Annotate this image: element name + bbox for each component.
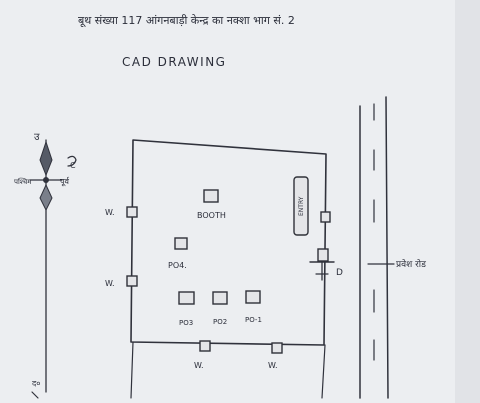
compass-west: पश्चिम bbox=[14, 177, 32, 186]
entry-item-box bbox=[293, 176, 309, 236]
building-outline bbox=[130, 139, 327, 346]
po2-label: PO2 bbox=[213, 318, 227, 326]
header-text: बूथ संख्या 117 आंगनबाड़ी केन्द्र का नक्श… bbox=[78, 14, 295, 28]
po1-label: PO-1 bbox=[245, 316, 262, 324]
po2-box bbox=[212, 291, 228, 305]
north-arrow bbox=[29, 139, 77, 399]
road-label: प्रवेश रोड bbox=[396, 258, 426, 270]
window-bottom-left bbox=[199, 340, 211, 352]
page-title: CAD DRAWING bbox=[122, 55, 226, 69]
compass-east: पूर्व bbox=[60, 176, 70, 187]
compass-south: द० bbox=[32, 379, 40, 388]
window-label: W. bbox=[105, 208, 115, 217]
window-bottom-right bbox=[271, 342, 283, 354]
window-right bbox=[320, 211, 331, 223]
entry-item-label: ENTRY bbox=[298, 196, 305, 216]
compass-half: C bbox=[70, 161, 76, 170]
window-left-top bbox=[126, 206, 138, 218]
po3-label: PO3 bbox=[179, 319, 193, 327]
window-left-bottom bbox=[126, 275, 138, 287]
compass-north: उ bbox=[34, 132, 40, 143]
po1-box bbox=[245, 290, 261, 304]
booth-label: BOOTH bbox=[197, 211, 226, 220]
door-symbol bbox=[309, 248, 335, 281]
po4-label: PO4. bbox=[168, 261, 187, 270]
road bbox=[359, 96, 395, 399]
window-label: W. bbox=[105, 279, 115, 288]
po3-box bbox=[178, 291, 195, 305]
booth-box bbox=[203, 189, 219, 203]
po4-box bbox=[174, 237, 188, 250]
door-label: D bbox=[336, 268, 343, 278]
window-label: W. bbox=[194, 361, 204, 370]
window-label: W. bbox=[268, 361, 278, 370]
